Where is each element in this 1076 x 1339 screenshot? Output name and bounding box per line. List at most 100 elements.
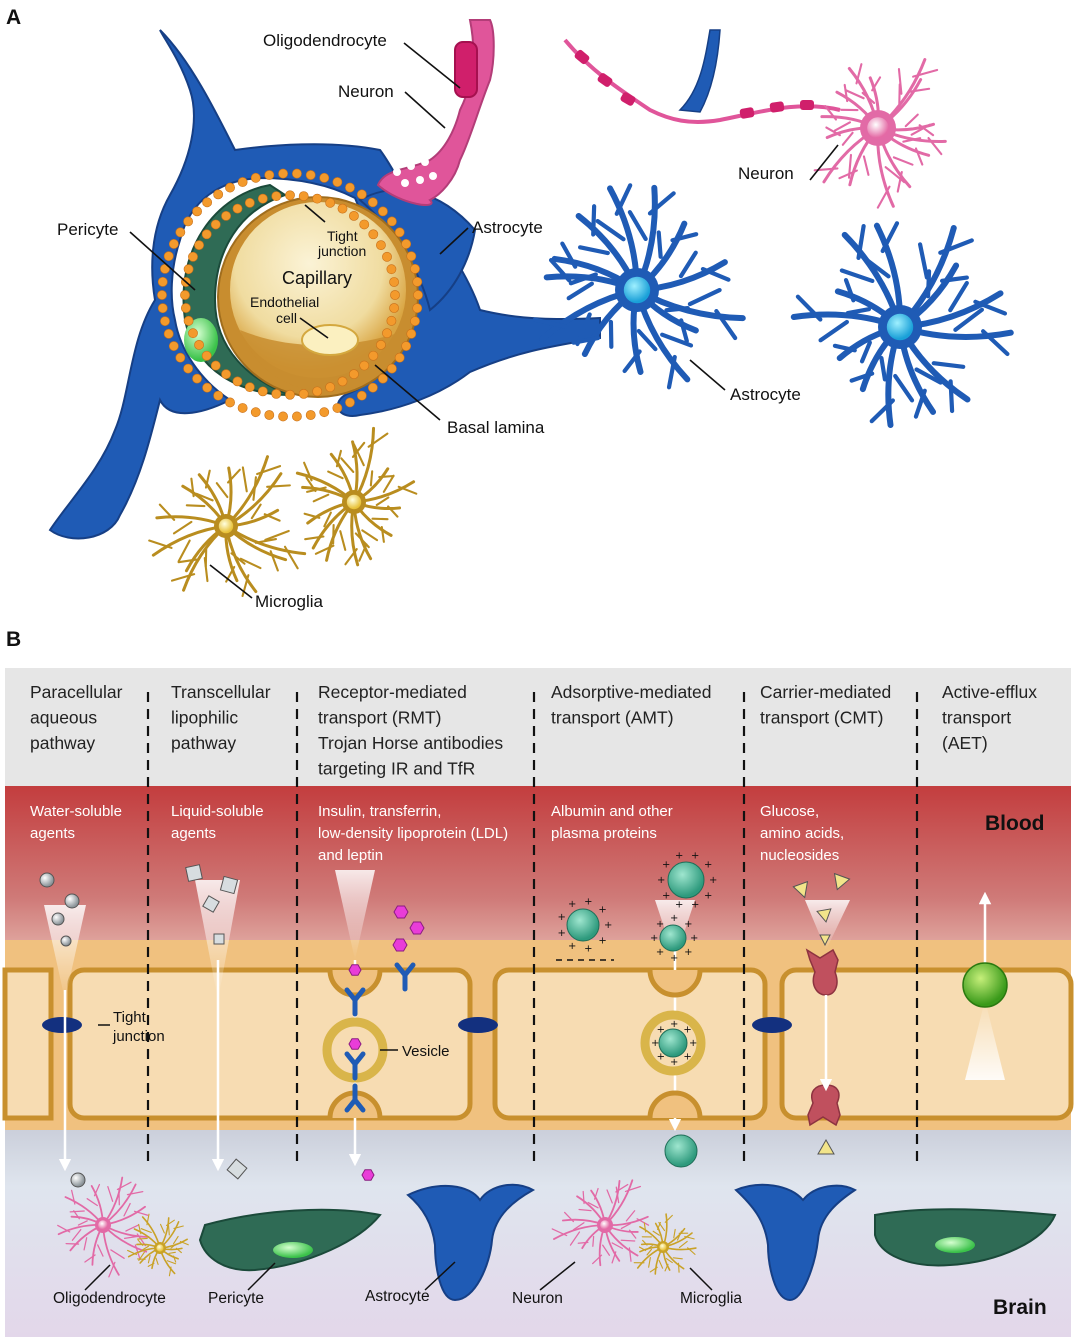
tight-junction-2	[458, 1017, 498, 1033]
panel-b-label: B	[6, 628, 21, 651]
svg-text:+: +	[557, 928, 565, 939]
column-3-agent-line-1: Insulin, transferrin,	[318, 803, 441, 820]
svg-text:+: +	[683, 1025, 691, 1036]
endothelial-nucleus	[301, 324, 359, 356]
column-2-agent-line-1: Liquid-soluble	[171, 803, 264, 820]
svg-text:+: +	[704, 890, 712, 901]
column-6-header-line-1: Active-efflux	[942, 682, 1037, 702]
column-4-agent-line-1: Albumin and other	[551, 803, 673, 820]
label-astrocyte-2: Astrocyte	[730, 385, 801, 404]
label-astrocyte-1: Astrocyte	[472, 218, 543, 237]
zone-brain: Brain	[993, 1296, 1047, 1319]
svg-text:+: +	[675, 850, 683, 861]
label-b-microglia: Microglia	[680, 1290, 742, 1307]
column-3-header-line-3: Trojan Horse antibodies	[318, 733, 503, 753]
svg-text:+: +	[709, 875, 717, 886]
column-3-header-line-1: Receptor-mediated	[318, 682, 467, 702]
microglia-cell-2	[295, 426, 418, 567]
svg-text:+: +	[568, 941, 576, 952]
svg-text:+: +	[670, 1019, 678, 1030]
astrocyte-b-1	[406, 1183, 536, 1302]
column-5-agent-line-3: nucleosides	[760, 847, 839, 864]
svg-text:+: +	[675, 900, 683, 911]
svg-text:+: +	[598, 935, 606, 946]
column-1-header-line-3: pathway	[30, 733, 95, 753]
transcellular-route	[185, 864, 248, 1180]
amt-route: +++++++++++++++++++++++++++++++++++	[556, 850, 717, 1168]
svg-text:+: +	[584, 944, 592, 955]
column-2-header-line-1: Transcellular	[171, 682, 271, 702]
label-b-neuron: Neuron	[512, 1290, 563, 1307]
neuron-right-cell	[813, 58, 947, 209]
label-endothelial-1: Endothelial	[250, 294, 319, 310]
svg-text:+: +	[684, 919, 692, 930]
column-3-header-line-2: transport (RMT)	[318, 708, 441, 728]
endothelial-layer	[2, 940, 1074, 1130]
svg-text:+: +	[656, 919, 664, 930]
microglia-cell-1	[148, 455, 307, 598]
svg-text:+: +	[650, 933, 658, 944]
header-band	[5, 668, 1071, 786]
astrocyte-b-2	[734, 1183, 857, 1302]
svg-text:+: +	[657, 1051, 665, 1062]
svg-text:+: +	[683, 1051, 691, 1062]
astrocyte-right-1	[532, 183, 746, 390]
column-headers: Paracellular aqueous pathway Transcellular l…	[30, 682, 1037, 779]
column-1-agent-line-2: agents	[30, 825, 75, 842]
column-2-agent-line-2: agents	[171, 825, 216, 842]
astrocyte-right-2	[790, 221, 1014, 429]
column-5-agent-line-2: amino acids,	[760, 825, 844, 842]
label-neuron-right: Neuron	[738, 164, 794, 183]
column-1-header-line-1: Paracellular	[30, 682, 123, 702]
svg-text:+: +	[670, 913, 678, 924]
column-3-agent-line-2: low-density lipoprotein (LDL)	[318, 825, 508, 842]
myelin-segment	[454, 41, 478, 98]
column-1-header-line-2: aqueous	[30, 708, 97, 728]
capillary	[217, 196, 419, 398]
myelinated-axon	[563, 38, 841, 124]
svg-text:+: +	[657, 875, 665, 886]
svg-text:+: +	[584, 896, 592, 907]
column-6-header-line-3: (AET)	[942, 733, 988, 753]
column-4-header-line-2: transport (AMT)	[551, 708, 674, 728]
neuron-terminal	[376, 19, 495, 206]
neuron-b-1	[57, 1176, 150, 1278]
label-microglia: Microglia	[255, 592, 324, 611]
svg-text:+: +	[662, 860, 670, 871]
aet-route	[962, 891, 1008, 1080]
basal-lamina-dots	[157, 168, 423, 422]
label-b-oligodendrocyte: Oligodendrocyte	[53, 1290, 166, 1307]
svg-text:+: +	[568, 899, 576, 910]
panel-b-leaders	[84, 1261, 713, 1291]
neuron-b-2	[551, 1179, 650, 1267]
label-tight-junction-1: Tight	[327, 228, 358, 244]
label-pericyte: Pericyte	[57, 220, 118, 239]
label-neuron-left: Neuron	[338, 82, 394, 101]
svg-text:+: +	[704, 860, 712, 871]
svg-text:+: +	[689, 1038, 697, 1049]
paracellular-route	[39, 872, 86, 1188]
column-1-agent-line-1: Water-soluble	[30, 803, 122, 820]
label-capillary: Capillary	[282, 268, 352, 288]
label-b-tight-junction-2: junction	[112, 1028, 165, 1045]
svg-text:+: +	[684, 947, 692, 958]
column-agents: Water-soluble agents Liquid-soluble agents I…	[30, 803, 844, 864]
svg-text:+: +	[604, 920, 612, 931]
column-2-header-line-2: lipophilic	[171, 708, 238, 728]
svg-text:+: +	[598, 905, 606, 916]
label-vesicle: Vesicle	[402, 1043, 450, 1060]
column-separators	[146, 692, 919, 1165]
label-tight-junction-2: junction	[317, 243, 366, 259]
svg-text:+: +	[691, 900, 699, 911]
label-b-astrocyte: Astrocyte	[365, 1288, 430, 1305]
svg-text:+: +	[690, 933, 698, 944]
tight-junction-1	[42, 1017, 82, 1033]
column-2-header-line-3: pathway	[171, 733, 236, 753]
label-oligodendrocyte: Oligodendrocyte	[263, 31, 387, 50]
column-3-header-line-4: targeting IR and TfR	[318, 759, 475, 779]
svg-text:+: +	[662, 890, 670, 901]
rmt-route	[322, 870, 425, 1181]
cmt-route	[792, 872, 851, 1155]
svg-text:+: +	[670, 953, 678, 964]
